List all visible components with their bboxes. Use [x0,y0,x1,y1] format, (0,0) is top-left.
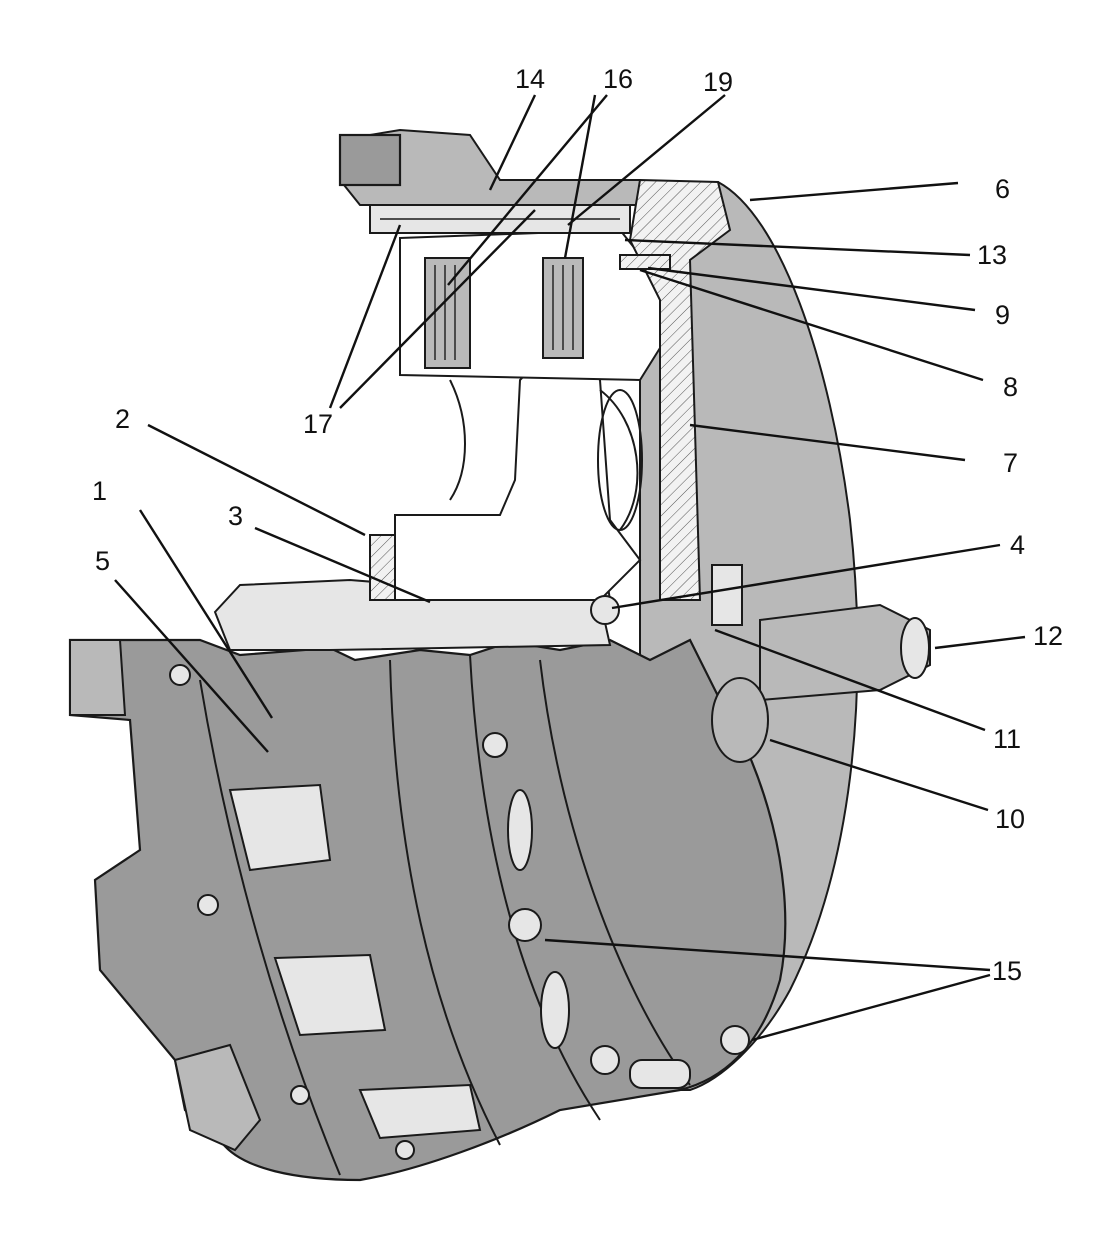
bolt-hole [169,664,191,686]
window-bottom [358,1083,482,1140]
callout-16: 16 [603,64,633,94]
housing-contour-3 [469,654,601,1121]
mounting-ear-left [69,639,127,716]
callout-19: 19 [703,67,733,97]
housing-contour-1 [199,679,341,1176]
bolt-hole [290,1085,310,1105]
leader-17b [339,209,536,409]
impeller-curve [449,379,466,501]
callout-8: 8 [1003,372,1018,402]
callout-3: 3 [228,501,243,531]
callout-12: 12 [1033,621,1063,651]
callout-6: 6 [995,174,1010,204]
bolt-hole [395,1140,415,1160]
callout-2: 2 [115,404,130,434]
leader-13 [624,238,971,257]
plug [590,595,620,625]
leader-6 [749,181,959,202]
callout-10: 10 [995,804,1025,834]
callout-labels: 1 2 3 4 5 6 7 8 9 10 11 12 13 14 15 16 1… [92,64,1063,986]
leader-16a [447,94,608,286]
boss [711,677,769,763]
piston-bore [424,257,471,369]
callout-9: 9 [995,300,1010,330]
callout-14: 14 [515,64,545,94]
window-upper [228,783,332,872]
seal-ring [619,254,671,270]
leader-15b [751,973,991,1042]
impeller-eye [597,389,643,531]
leader-19 [567,94,726,226]
mounting-foot [173,1043,262,1152]
callout-11: 11 [993,724,1021,754]
callout-17: 17 [303,409,333,439]
stub-shaft-end [900,617,930,679]
callout-1: 1 [92,476,107,506]
bolt-hole [197,894,219,916]
callout-4: 4 [1010,530,1025,560]
bolt-hole [508,908,542,942]
bolt-hole [720,1025,750,1055]
callout-13: 13 [977,240,1007,270]
housing-contour-4 [539,659,691,1086]
leader-14 [488,94,537,191]
callout-5: 5 [95,546,110,576]
callout-7: 7 [1003,448,1018,478]
leader-8 [639,268,984,382]
leader-11 [714,628,986,732]
leader-9 [647,266,976,312]
leader-lines [114,94,1026,1042]
callout-15: 15 [992,956,1022,986]
leader-1 [138,509,274,719]
leader-12 [934,635,1026,650]
leader-2 [147,423,366,537]
leader-4 [611,543,1001,610]
bolt-hole [482,732,508,758]
leader-16b [563,94,597,259]
window-lower [273,953,387,1037]
impeller-curve [599,389,639,531]
leader-7 [689,423,966,462]
leader-3 [254,526,431,604]
clip [711,564,743,626]
leader-10 [769,738,989,812]
leader-17a [328,224,402,409]
leader-15a [544,938,991,972]
top-cap-block [338,133,402,187]
bolt-hole [590,1045,620,1075]
slot [629,1059,691,1089]
housing-contour-2 [389,659,501,1146]
slot [507,789,533,871]
slot [540,971,570,1049]
leader-5 [114,579,269,753]
interior-illustration [213,128,931,763]
